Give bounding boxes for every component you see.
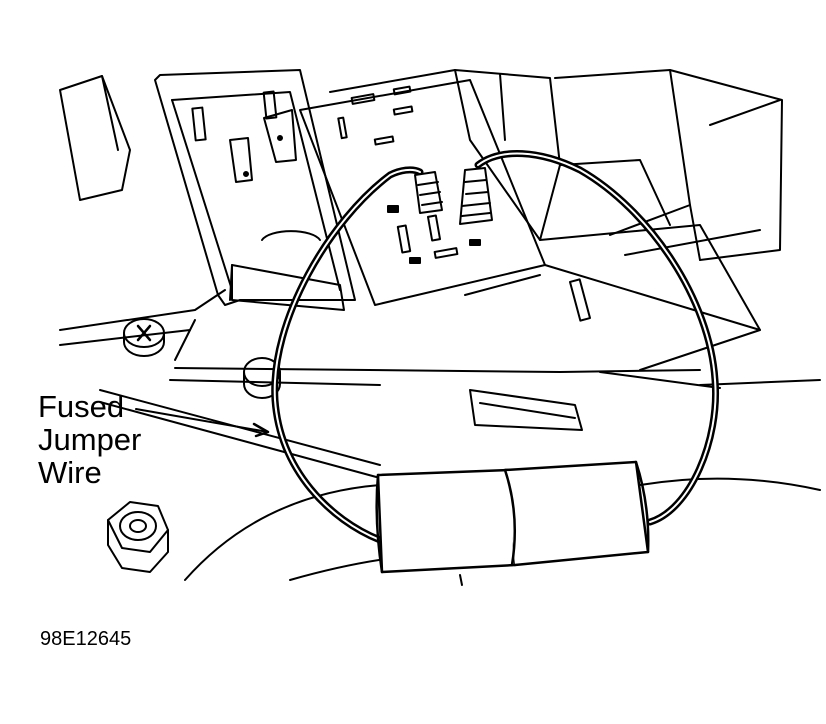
wire-inner-highlight bbox=[273, 152, 717, 541]
callout-line-1: Fused bbox=[38, 389, 125, 424]
round-post bbox=[243, 357, 281, 399]
terminal-clip-right bbox=[459, 167, 493, 225]
callout-line-2: Jumper bbox=[38, 422, 142, 457]
connector-slot bbox=[469, 389, 583, 431]
phillips-screw bbox=[123, 318, 165, 357]
right-relay-block bbox=[454, 69, 783, 371]
mounting-tab bbox=[229, 264, 345, 311]
left-relay-block bbox=[59, 75, 131, 201]
callout-label: Fused Jumper Wire bbox=[38, 390, 141, 489]
fuse-holder bbox=[375, 460, 650, 574]
panel-base-plate bbox=[59, 69, 821, 479]
figure-id: 98E12645 bbox=[40, 628, 132, 650]
hex-nut bbox=[107, 501, 169, 573]
callout-line-3: Wire bbox=[38, 455, 102, 490]
terminal-clip-left bbox=[414, 171, 443, 214]
panel-terminals-left bbox=[191, 90, 321, 241]
callout-leader bbox=[135, 408, 270, 438]
